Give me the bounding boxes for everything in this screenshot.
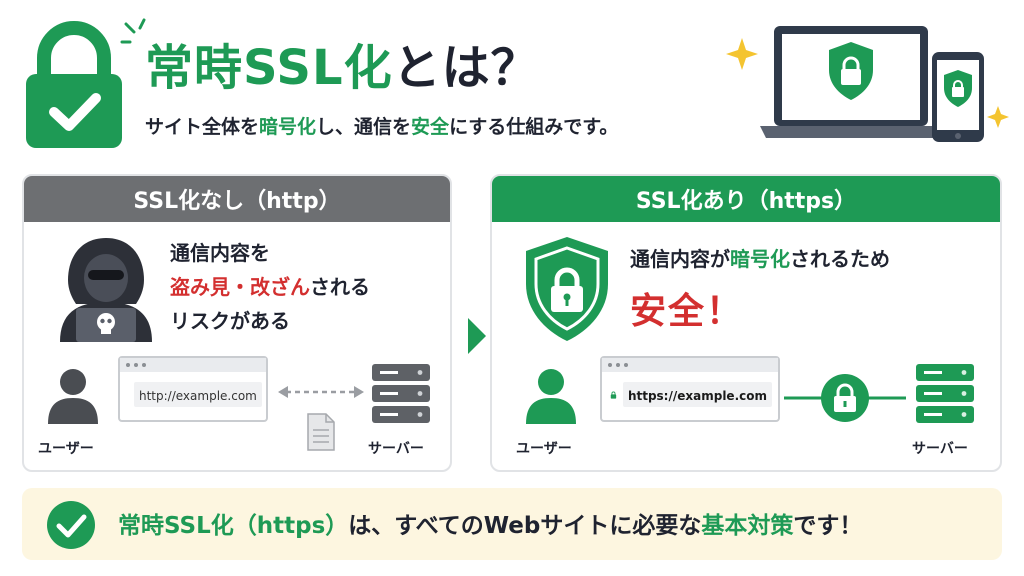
padlock-check-icon [22,20,126,154]
title-rest: とは？ [392,40,540,96]
insecure-transfer-arrow [278,386,364,451]
user-icon [526,369,576,424]
server-icon [372,364,430,423]
phone-shield-icon [932,52,984,142]
sparkle-icon [726,38,758,70]
user-label: ユーザー [38,441,94,457]
summary-highlight-basic: 基本対策 [701,513,794,539]
summary-mid: は、すべてのWebサイトに必要な [348,513,702,539]
secure-connection [784,374,906,422]
sparkle-icon [987,106,1009,128]
url-https: https://example.com [627,389,767,403]
shield-lock-icon [526,237,608,341]
panel-without-ssl: SSL化なし（http） 通信内容を 盗み見・改ざんされる リスクがある ユーザ… [22,174,452,472]
subtitle: サイト全体を暗号化し、通信を安全にする仕組みです。 [145,112,618,139]
browser-window-http: http://example.com [118,356,268,422]
safe-line-post: されるため [790,247,890,271]
safe-highlight: 暗号化 [730,247,790,271]
safe-message: 通信内容が暗号化されるため [630,242,890,276]
laptop-shield-icon [760,26,942,138]
risk-line-2: される [310,275,370,299]
skull-icon [97,313,115,334]
browser-titlebar [120,358,266,372]
document-icon [307,413,335,451]
user-label: ユーザー [516,441,572,457]
server-icon [916,364,974,423]
risk-line-1: 通信内容を [170,241,270,265]
risk-highlight: 盗み見・改ざん [170,275,310,299]
arrow-right-icon [468,318,486,354]
url-http: http://example.com [139,389,257,403]
safe-line-pre: 通信内容が [630,247,730,271]
hacker-icon [60,238,152,342]
panel-heading-http: SSL化なし（http） [24,176,450,222]
page-title: 常時SSL化とは？ [145,28,540,98]
server-label: サーバー [368,441,424,457]
subtitle-highlight-encrypt: 暗号化 [259,116,317,138]
subtitle-part: にする仕組みです。 [449,116,619,138]
sparkle-lines-icon [120,18,146,44]
server-label: サーバー [912,441,968,457]
safe-badge-text: 安全！ [630,291,745,332]
summary-end: です！ [793,513,863,539]
title-green: 常時SSL化 [145,40,393,96]
risk-message: 通信内容を 盗み見・改ざんされる リスクがある [170,236,370,338]
subtitle-part: サイト全体を [145,116,260,138]
subtitle-part: し、通信を [316,116,412,138]
browser-titlebar [602,358,778,372]
devices-illustration [722,18,1018,152]
browser-window-https: https://example.com [600,356,780,422]
summary-highlight-ssl: 常時SSL化（https） [118,513,349,539]
check-circle-icon [47,501,95,549]
lock-icon [610,391,617,399]
panel-with-ssl: SSL化あり（https） 通信内容が暗号化されるため 安全！ ユーザー htt… [490,174,1002,472]
summary-text: 常時SSL化（https）は、すべてのWebサイトに必要な基本対策です！ [118,506,862,540]
lock-icon [834,383,856,412]
panel-heading-https: SSL化あり（https） [492,176,1000,222]
subtitle-highlight-safe: 安全 [411,116,450,138]
summary-banner: 常時SSL化（https）は、すべてのWebサイトに必要な基本対策です！ [22,488,1002,560]
user-icon [48,369,98,424]
risk-line-3: リスクがある [170,309,290,333]
